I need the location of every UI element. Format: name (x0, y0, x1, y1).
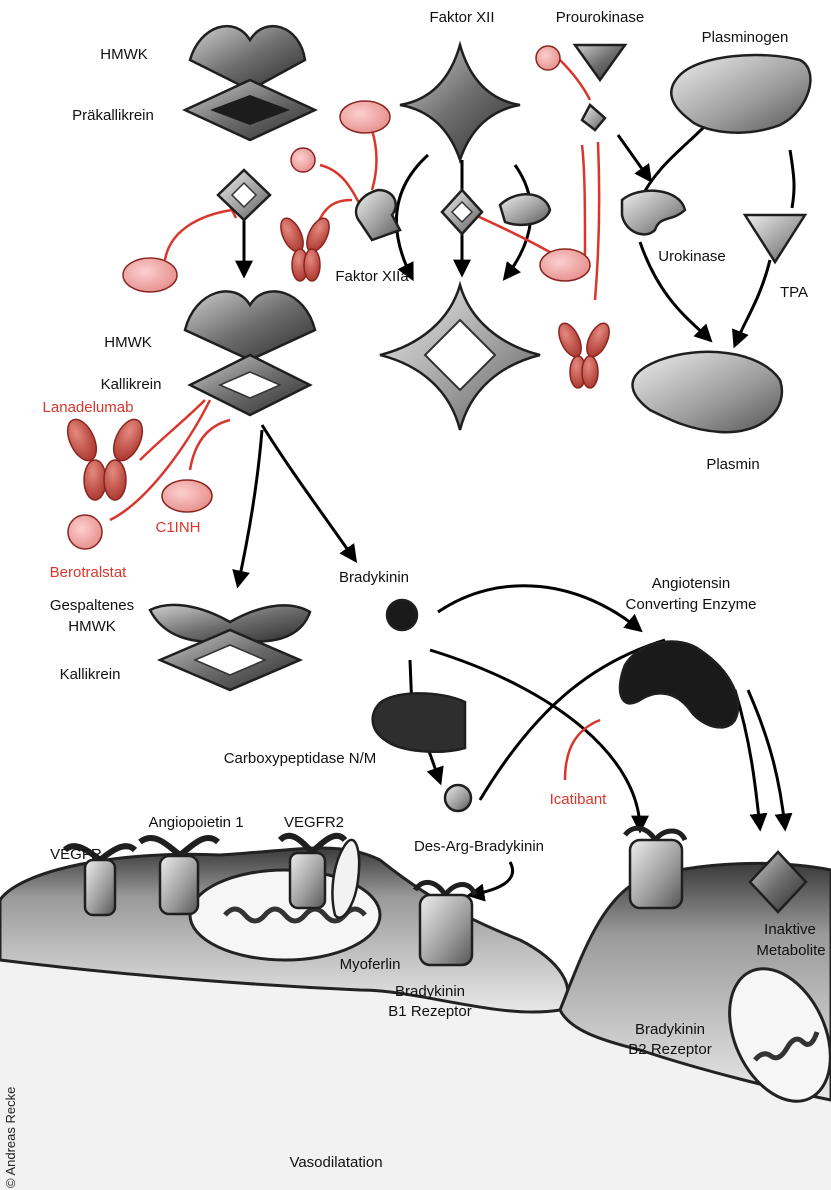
label-ace-line2: Converting Enzyme (626, 595, 757, 614)
berotralstat-small-1 (291, 148, 315, 172)
label-prourokinase: Prourokinase (556, 8, 644, 27)
arrow-plasminogen-tpa (790, 150, 794, 208)
label-urokinase: Urokinase (658, 247, 726, 266)
label-tpa: TPA (780, 283, 808, 302)
label-hmwk-cleaved: HMWK (68, 617, 116, 636)
ace-shape (620, 642, 738, 728)
label-hmwk-top: HMWK (100, 45, 148, 64)
carboxypeptidase-shape (373, 693, 465, 751)
arrow-desarg-b1 (470, 862, 513, 895)
label-faktor-xii: Faktor XII (429, 8, 494, 27)
inhibit-c1inh-kallikrein-activation (165, 210, 232, 260)
label-angiopoietin: Angiopoietin 1 (148, 813, 243, 832)
label-praekallikrein: Präkallikrein (72, 106, 154, 125)
hmwk-mid-shape (185, 291, 315, 360)
copyright-credit: © Andreas Recke (3, 1087, 18, 1188)
label-icatibant: Icatibant (550, 790, 607, 809)
des-arg-bradykinin-shape (445, 785, 471, 811)
prourokinase-shape (575, 45, 625, 80)
fxii-fragment-left (356, 190, 400, 240)
inhibit-redpill-fxii (320, 165, 360, 205)
berotralstat-molecule (68, 515, 102, 549)
arrow-tpa-plasmin (735, 260, 770, 345)
b2-receptor (625, 828, 685, 908)
inhibit-c1inh-fxii (372, 130, 377, 190)
label-b2-line2: B2 Rezeptor (628, 1040, 711, 1059)
c1inh-pill-3 (540, 249, 590, 281)
arrow-bradykinin-ace (438, 586, 640, 630)
label-b2-line1: Bradykinin (635, 1020, 705, 1039)
bradykinin-shape (387, 600, 417, 630)
label-vegfr2: VEGFR2 (284, 813, 344, 832)
label-faktor-xiia: Faktor XIIa (335, 267, 408, 286)
plasmin-shape (633, 352, 782, 432)
inhibit-antibody-urokinase (595, 142, 599, 300)
faktor-xii-shape (400, 45, 520, 160)
arrow-prourokinase-urokinase (618, 135, 650, 180)
label-des-arg: Des-Arg-Bradykinin (414, 837, 544, 856)
arrow-kallikrein-cleaved (238, 430, 262, 585)
arrow-fxii-left (396, 155, 428, 278)
lanadelumab-antibody (62, 415, 148, 500)
antibody-1 (276, 215, 334, 281)
label-myoferlin: Myoferlin (340, 955, 401, 974)
label-vegfr: VEGFR (50, 845, 102, 864)
label-b1-line1: Bradykinin (395, 982, 465, 1001)
label-kallikrein-mid: Kallikrein (101, 375, 162, 394)
arrow-kallikrein-bradykinin (262, 425, 355, 560)
urokinase-shape (622, 191, 685, 235)
label-b1-line2: B1 Rezeptor (388, 1002, 471, 1021)
label-kallikrein-low: Kallikrein (60, 665, 121, 684)
label-carboxypeptidase: Carboxypeptidase N/M (224, 749, 377, 768)
prourokinase-small (582, 105, 605, 130)
label-berotralstat: Berotralstat (50, 563, 127, 582)
label-plasminogen: Plasminogen (702, 28, 789, 47)
inhibit-redpill-urokinase (560, 60, 590, 100)
label-c1inh: C1INH (155, 518, 200, 537)
label-gespaltenes: Gespaltenes (50, 596, 134, 615)
c1inh-pill-2 (340, 101, 390, 133)
label-vasodilatation: Vasodilatation (289, 1153, 382, 1172)
inhibition-lines (110, 60, 600, 780)
label-plasmin: Plasmin (706, 455, 759, 474)
label-hmwk-mid: HMWK (104, 333, 152, 352)
label-bradykinin: Bradykinin (339, 568, 409, 587)
label-ace-line1: Angiotensin (652, 574, 730, 593)
plasminogen-shape (671, 55, 810, 133)
label-lanadelumab: Lanadelumab (43, 398, 134, 417)
c1inh-pill-1 (123, 258, 177, 292)
label-metabolite: Metabolite (756, 941, 825, 960)
label-inaktive: Inaktive (764, 920, 816, 939)
tpa-shape (745, 215, 805, 262)
fxii-fragment-right (500, 194, 550, 225)
berotralstat-small-2 (536, 46, 560, 70)
antibody-2 (554, 320, 614, 388)
inhibit-c1inh-urokinase (582, 145, 585, 255)
arrow-ace-metabolite-2 (748, 690, 785, 828)
c1inh-pill-4 (162, 480, 212, 512)
